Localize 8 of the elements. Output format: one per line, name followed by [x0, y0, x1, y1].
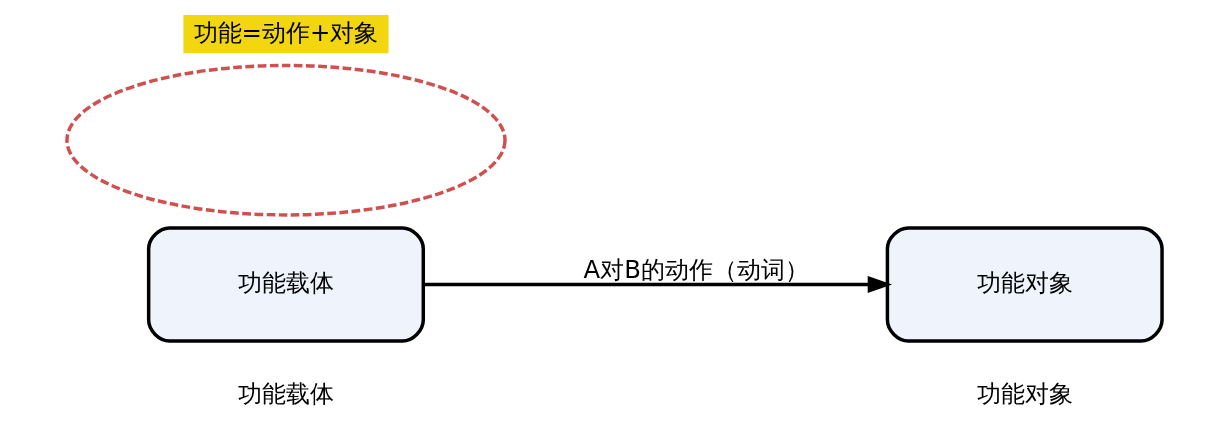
label: 功能=动作+对象 [193, 17, 378, 47]
edge-label: A对B的动作（动词） [583, 254, 809, 284]
node-ellipse [64, 63, 507, 217]
node-box: 功能对象 [885, 226, 1164, 343]
node-label: 功能载体 [237, 379, 334, 409]
node-label: 功能对象 [976, 379, 1073, 409]
node-box: 功能载体 [146, 226, 425, 343]
arrow [422, 275, 892, 293]
